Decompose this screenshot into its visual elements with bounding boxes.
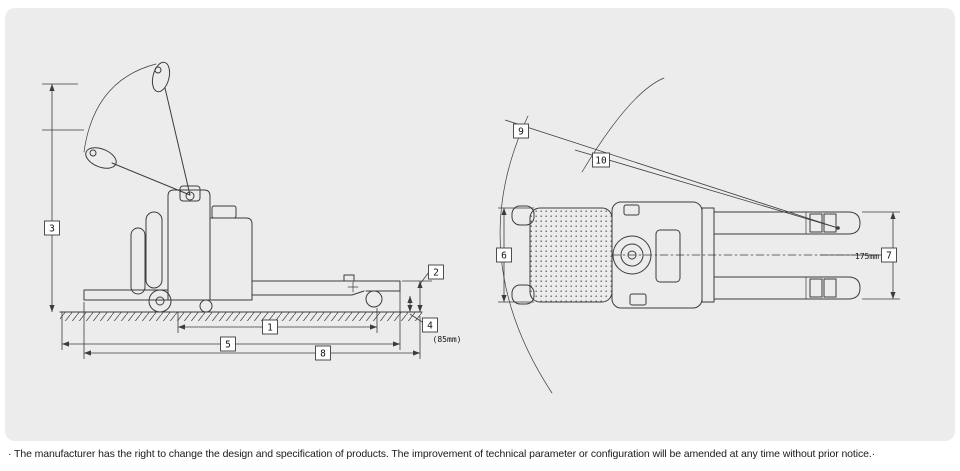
tiller-swing-arc xyxy=(83,63,157,153)
note-85mm: (85mm) xyxy=(433,335,462,344)
disclaimer-text: · The manufacturer has the right to chan… xyxy=(8,448,876,460)
tiller-pivot xyxy=(179,185,201,202)
diagram-panel xyxy=(5,8,955,441)
ground-line xyxy=(59,311,423,321)
tiller-raised xyxy=(151,61,191,196)
fork-side xyxy=(251,274,401,308)
technical-drawing: 3 2 1 4 (85mm) 5 8 9 10 6 175mm 7 xyxy=(42,61,900,394)
tiller-lowered xyxy=(85,147,191,196)
callout-1: 1 xyxy=(262,319,278,335)
callout-5: 5 xyxy=(220,336,236,352)
callout-8: 8 xyxy=(315,345,331,361)
side-view xyxy=(59,61,423,321)
svg-text:9: 9 xyxy=(518,126,524,137)
callout-7: 7 xyxy=(881,247,897,263)
drive-wheel xyxy=(148,289,172,313)
svg-text:7: 7 xyxy=(886,250,892,261)
svg-text:4: 4 xyxy=(427,320,433,331)
callout-2: 2 xyxy=(428,264,444,280)
callout-10: 10 xyxy=(592,152,610,168)
side-view-dimensions xyxy=(42,83,432,359)
fork-top-upper xyxy=(713,211,861,235)
truck-body-side xyxy=(167,189,253,301)
callout-9: 9 xyxy=(513,123,529,139)
svg-text:6: 6 xyxy=(501,250,507,261)
svg-text:3: 3 xyxy=(49,223,55,234)
operator-pad-top xyxy=(511,205,613,305)
note-175mm: 175mm xyxy=(855,252,879,261)
svg-text:2: 2 xyxy=(433,267,439,278)
turning-center-mark xyxy=(836,226,840,230)
fork-top-lower xyxy=(713,276,861,300)
operator-platform xyxy=(83,289,169,301)
callout-6: 6 xyxy=(496,247,512,263)
svg-text:5: 5 xyxy=(225,339,231,350)
svg-text:10: 10 xyxy=(595,155,607,166)
top-view xyxy=(499,77,894,394)
svg-text:8: 8 xyxy=(320,348,326,359)
caster-wheel xyxy=(199,299,213,313)
forks-top xyxy=(701,207,861,303)
radial-line-10 xyxy=(574,149,839,229)
radial-line-9 xyxy=(504,119,839,229)
callout-3: 3 xyxy=(44,220,60,236)
callout-4: 4 xyxy=(422,317,438,333)
fork-tip-wheel xyxy=(365,290,383,308)
operator-cushion xyxy=(130,211,163,295)
svg-text:1: 1 xyxy=(267,322,273,333)
